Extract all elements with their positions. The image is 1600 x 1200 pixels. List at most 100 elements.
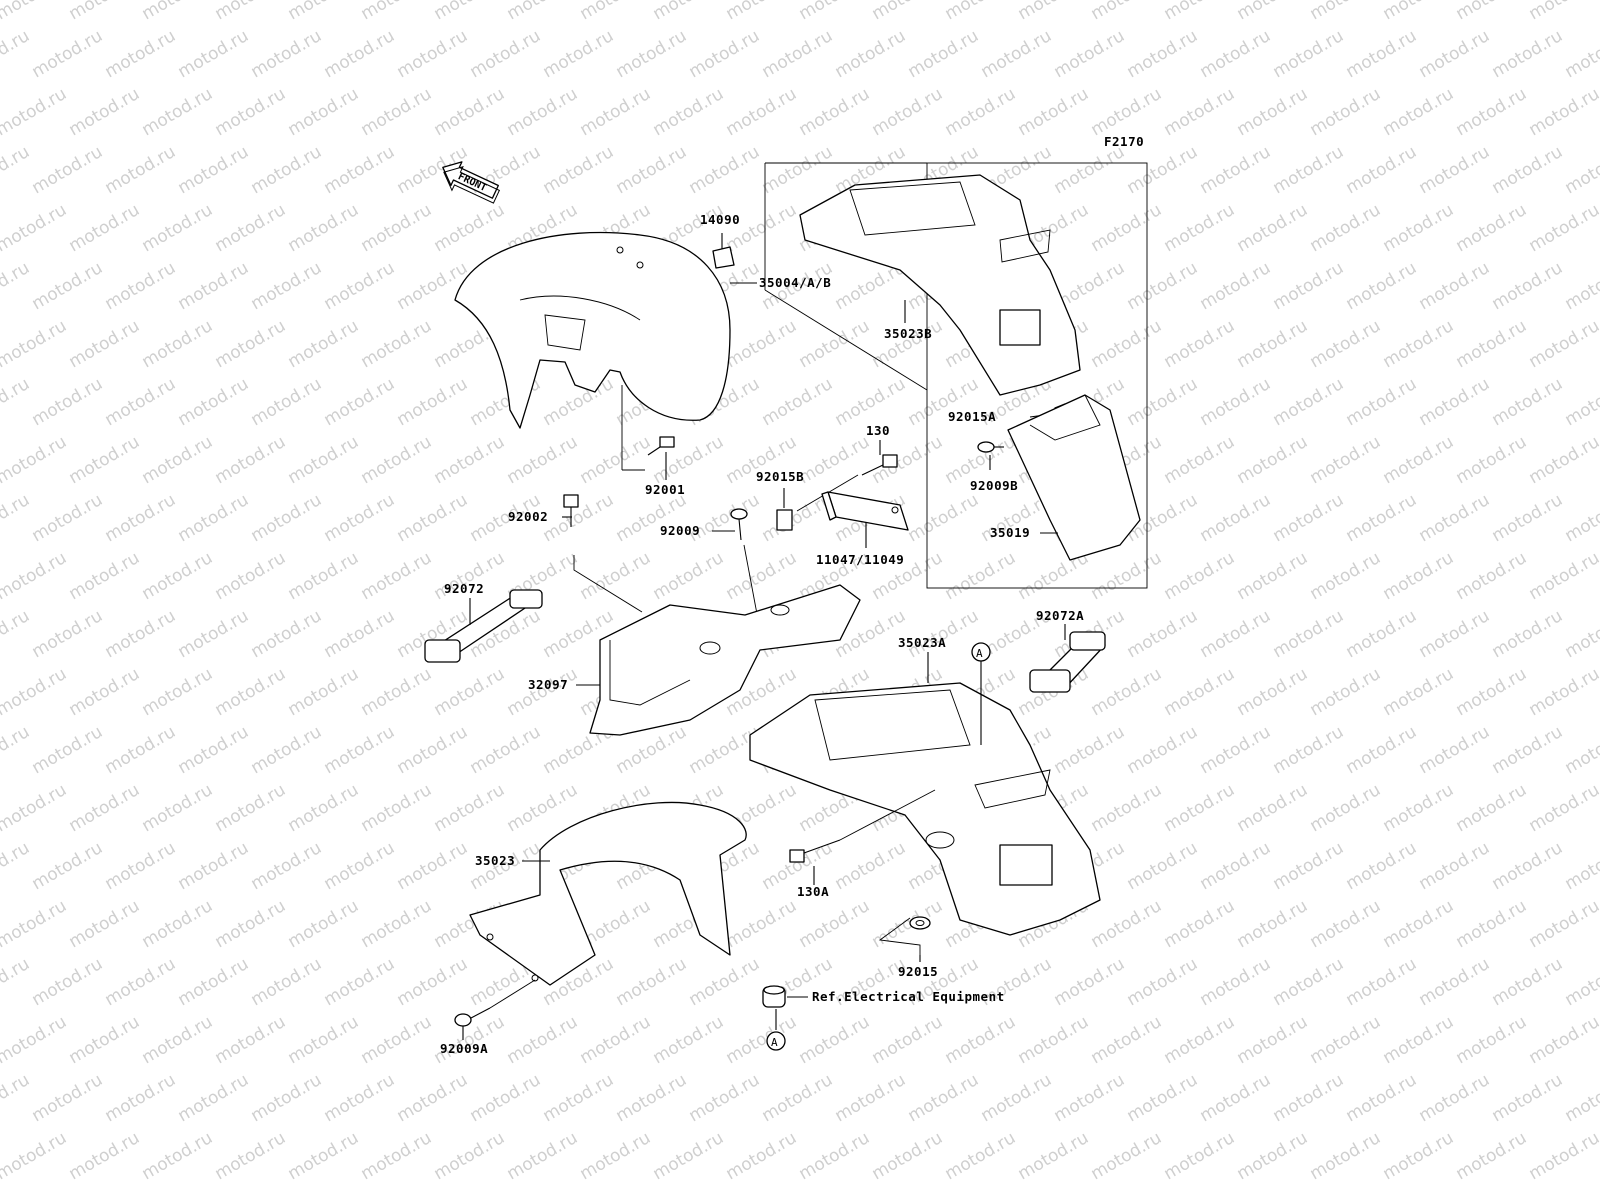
- watermark-text: motod.ru: [1380, 664, 1458, 720]
- watermark-text: motod.ru: [759, 26, 837, 82]
- watermark-text: motod.ru: [1161, 1128, 1239, 1184]
- watermark-text: motod.ru: [1307, 84, 1385, 140]
- strap-92072-loop: [424, 639, 461, 663]
- watermark-text: motod.ru: [1161, 432, 1239, 488]
- bracket-hole: [891, 506, 899, 514]
- bolt-130A: [789, 839, 841, 863]
- watermark-text: motod.ru: [29, 722, 107, 778]
- inner-fender-hole: [531, 974, 539, 982]
- watermark-text: motod.ru: [796, 1012, 874, 1068]
- watermark-text: motod.ru: [1088, 0, 1166, 24]
- clip-92015B: [776, 509, 793, 531]
- watermark-text: motod.ru: [248, 374, 326, 430]
- watermark-text: motod.ru: [1088, 316, 1166, 372]
- watermark-text: motod.ru: [394, 374, 472, 430]
- watermark-text: motod.ru: [1489, 722, 1567, 778]
- watermark-text: motod.ru: [978, 26, 1056, 82]
- watermark-text: motod.ru: [1416, 142, 1494, 198]
- watermark-text: motod.ru: [1234, 432, 1312, 488]
- watermark-text: motod.ru: [1416, 1070, 1494, 1126]
- label-130: 130: [866, 423, 890, 438]
- watermark-text: motod.ru: [1088, 548, 1166, 604]
- watermark-text: motod.ru: [139, 896, 217, 952]
- watermark-text: motod.ru: [1161, 664, 1239, 720]
- bolt-92001: [647, 436, 675, 456]
- watermark-text: motod.ru: [504, 432, 582, 488]
- watermark-text: motod.ru: [1270, 142, 1348, 198]
- watermark-text: motod.ru: [102, 490, 180, 546]
- watermark-text: motod.ru: [686, 26, 764, 82]
- label-92009B: 92009B: [970, 478, 1018, 493]
- watermark-text: motod.ru: [285, 548, 363, 604]
- label-92001: 92001: [645, 482, 685, 497]
- watermark-text: motod.ru: [0, 84, 70, 140]
- label-92009A: 92009A: [440, 1041, 488, 1056]
- watermark-text: motod.ru: [321, 838, 399, 894]
- watermark-text: motod.ru: [1526, 780, 1600, 836]
- watermark-text: motod.ru: [1562, 1070, 1600, 1126]
- inset-frame-diagonal: [764, 289, 928, 391]
- watermark-text: motod.ru: [394, 954, 472, 1010]
- watermark-text: motod.ru: [248, 1070, 326, 1126]
- watermark-text: motod.ru: [66, 84, 144, 140]
- bolt-130A-head: [789, 849, 805, 863]
- watermark-text: motod.ru: [1343, 1070, 1421, 1126]
- watermark-text: motod.ru: [796, 316, 874, 372]
- watermark-text: motod.ru: [1197, 26, 1275, 82]
- watermark-text: motod.ru: [1015, 0, 1093, 24]
- watermark-text: motod.ru: [1307, 0, 1385, 24]
- label-35019: 35019: [990, 525, 1030, 540]
- watermark-text: motod.ru: [1343, 374, 1421, 430]
- watermark-text: motod.ru: [0, 432, 70, 488]
- watermark-text: motod.ru: [1453, 1128, 1531, 1184]
- screw-92009A-shank: [470, 1007, 491, 1019]
- watermark-text: motod.ru: [139, 432, 217, 488]
- watermark-text: motod.ru: [1526, 432, 1600, 488]
- watermark-text: motod.ru: [796, 0, 874, 24]
- watermark-text: motod.ru: [1051, 1070, 1129, 1126]
- flap-35019-body: [1007, 394, 1141, 561]
- watermark-text: motod.ru: [869, 1012, 947, 1068]
- watermark-text: motod.ru: [175, 142, 253, 198]
- watermark-text: motod.ru: [1343, 258, 1421, 314]
- label-92002: 92002: [508, 509, 548, 524]
- watermark-text: motod.ru: [723, 84, 801, 140]
- watermark-text: motod.ru: [248, 722, 326, 778]
- watermark-text: motod.ru: [212, 84, 290, 140]
- watermark-text: motod.ru: [1088, 84, 1166, 140]
- watermark-text: motod.ru: [1161, 780, 1239, 836]
- watermark-text: motod.ru: [0, 0, 70, 24]
- watermark-text: motod.ru: [1197, 606, 1275, 662]
- watermark-text: motod.ru: [321, 258, 399, 314]
- watermark-text: motod.ru: [139, 1012, 217, 1068]
- watermark-text: motod.ru: [29, 142, 107, 198]
- watermark-text: motod.ru: [577, 432, 655, 488]
- watermark-text: motod.ru: [102, 374, 180, 430]
- watermark-text: motod.ru: [832, 26, 910, 82]
- watermark-text: motod.ru: [394, 258, 472, 314]
- watermark-text: motod.ru: [102, 722, 180, 778]
- watermark-text: motod.ru: [1526, 316, 1600, 372]
- watermark-text: motod.ru: [1234, 548, 1312, 604]
- watermark-text: motod.ru: [1234, 1012, 1312, 1068]
- watermark-text: motod.ru: [431, 200, 509, 256]
- watermark-text: motod.ru: [29, 26, 107, 82]
- watermark-text: motod.ru: [212, 200, 290, 256]
- watermark-text: motod.ru: [139, 84, 217, 140]
- watermark-text: motod.ru: [1416, 722, 1494, 778]
- watermark-text: motod.ru: [212, 896, 290, 952]
- watermark-text: motod.ru: [1234, 200, 1312, 256]
- watermark-text: motod.ru: [66, 316, 144, 372]
- tray-hole: [699, 641, 721, 655]
- watermark-text: motod.ru: [723, 0, 801, 24]
- watermark-text: motod.ru: [212, 780, 290, 836]
- watermark-text: motod.ru: [577, 1012, 655, 1068]
- label-92072: 92072: [444, 581, 484, 596]
- watermark-text: motod.ru: [613, 142, 691, 198]
- watermark-text: motod.ru: [832, 374, 910, 430]
- front-fender-hole: [616, 246, 624, 254]
- watermark-text: motod.ru: [1489, 142, 1567, 198]
- watermark-text: motod.ru: [1307, 896, 1385, 952]
- watermark-text: motod.ru: [540, 142, 618, 198]
- watermark-text: motod.ru: [1343, 722, 1421, 778]
